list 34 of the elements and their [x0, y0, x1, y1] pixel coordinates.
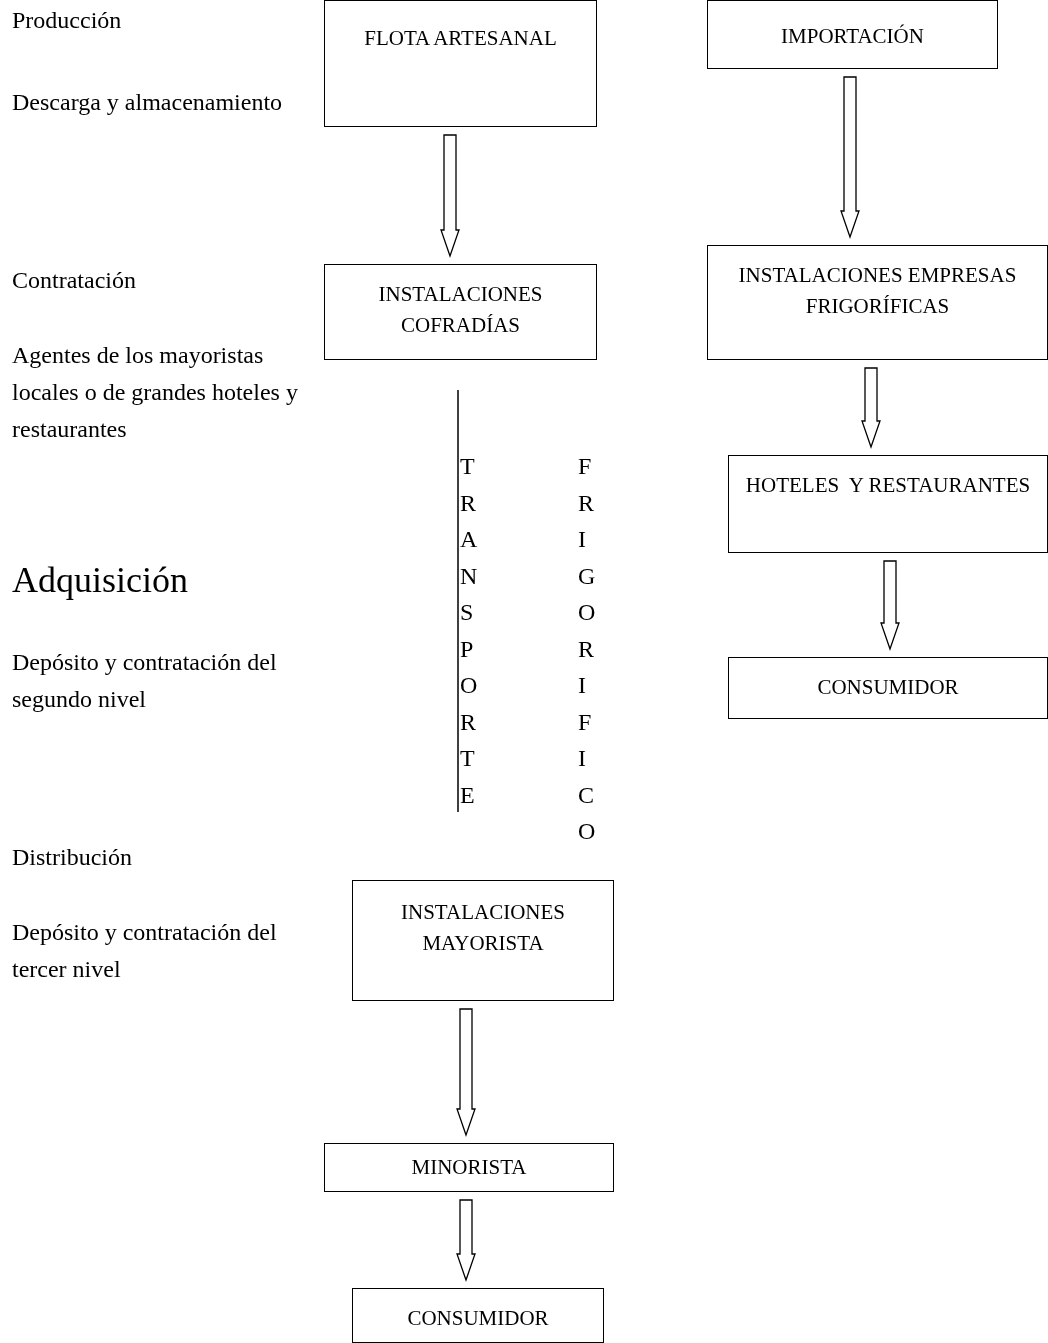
box-label: INSTALACIONES EMPRESAS FRIGORÍFICAS — [737, 262, 1018, 320]
stage-label: Distribución — [12, 843, 133, 872]
process-box — [352, 880, 614, 1001]
hollow-arrow — [840, 76, 860, 239]
stage-label: Descarga y almacenamiento — [12, 88, 284, 117]
hollow-arrow — [456, 1008, 476, 1137]
process-box — [707, 245, 1048, 360]
process-box — [728, 455, 1048, 553]
box-label: FLOTA ARTESANAL — [363, 25, 558, 52]
stage-label: Depósito y contratación del tercer nivel — [12, 918, 278, 984]
stage-label: Adquisición — [12, 559, 189, 602]
hollow-arrow — [880, 560, 900, 651]
stage-label: Agentes de los mayoristas locales o de grandes hoteles y restaurantes — [12, 341, 299, 444]
box-label: HOTELES Y RESTAURANTES — [744, 472, 1032, 499]
box-label: CONSUMIDOR — [406, 1305, 550, 1332]
box-label: CONSUMIDOR — [816, 674, 960, 701]
box-label: INSTALACIONES COFRADÍAS — [377, 281, 544, 339]
process-box — [707, 0, 998, 69]
hollow-arrow — [440, 134, 460, 258]
vertical-label: TRANSPORTE — [460, 452, 484, 810]
hollow-arrow — [456, 1199, 476, 1282]
hollow-arrow — [861, 367, 881, 449]
vertical-label: FRIGORIFICO — [578, 452, 602, 846]
process-box — [324, 0, 597, 127]
process-box — [728, 657, 1048, 719]
box-label: MINORISTA — [410, 1154, 528, 1181]
process-box — [324, 1143, 614, 1192]
box-label: IMPORTACIÓN — [780, 23, 925, 50]
stage-label: Producción — [12, 6, 123, 35]
stage-label: Contratación — [12, 266, 137, 295]
box-label: INSTALACIONES MAYORISTA — [400, 899, 566, 957]
stage-label: Depósito y contratación del segundo nivel — [12, 648, 278, 714]
process-box — [352, 1288, 604, 1343]
process-box — [324, 264, 597, 360]
